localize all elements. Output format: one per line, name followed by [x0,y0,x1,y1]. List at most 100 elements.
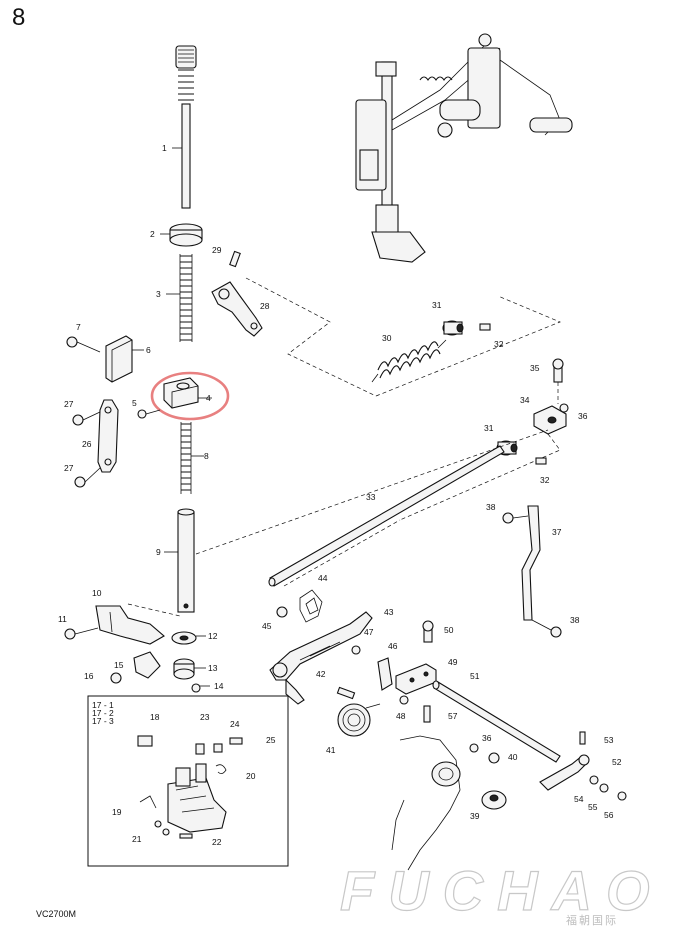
callout-27a: 27 [64,399,74,409]
dashed-guide-right [375,295,561,397]
part-33-shaft [268,445,505,587]
part-10-guard [95,605,165,645]
callout-28: 28 [260,301,270,311]
part-1-rod [172,45,197,209]
presser-foot-assembly [167,763,227,833]
part-9-presser-bar [164,508,195,613]
part-49-block [395,663,437,695]
part-36-screw [559,403,569,413]
part-32-screw-lower [535,457,547,465]
watermark-subtext: 福朝国际 [566,914,618,927]
part-23-screw [195,743,205,755]
part-3-spring [166,254,193,342]
dashed-guide-10 [127,603,181,617]
callout-39: 39 [470,811,480,821]
callout-43: 43 [384,607,394,617]
callout-7: 7 [76,322,81,332]
part-42-pin [336,686,356,700]
callout-49: 49 [448,657,458,667]
dashed-guide-33 [195,429,549,587]
part-51-rod [432,680,561,763]
model-code: VC2700M [36,909,77,919]
part-20-spring [215,764,227,774]
callout-52: 52 [612,757,622,767]
callout-3: 3 [156,289,161,299]
part-35-screw [552,358,564,383]
dashed-guide-upper [245,277,377,397]
callout-33: 33 [366,492,376,502]
part-38-screws [502,512,562,638]
callout-22: 22 [212,837,222,847]
callout-36b: 36 [482,733,492,743]
part-53-pin [579,731,586,745]
part-11-screw [64,627,99,640]
part-31-collar-upper [442,320,464,336]
callout-30: 30 [382,333,392,343]
part-52-lever [539,754,590,791]
callout-5: 5 [132,398,137,408]
callout-4: 4 [206,393,211,403]
part-30-spring [371,339,447,383]
part-15-bracket [133,651,161,679]
part-7-screw [66,336,101,353]
callout-19: 19 [112,807,122,817]
part-8-spring [180,422,204,494]
callout-10: 10 [92,588,102,598]
callout-38b: 38 [570,615,580,625]
part-41-spring [337,703,381,737]
callout-23: 23 [200,712,210,722]
callout-53: 53 [604,735,614,745]
callout-54: 54 [574,794,584,804]
callout-31a: 31 [432,300,442,310]
callout-26: 26 [82,439,92,449]
part-5-screw [137,409,161,419]
part-28-arm [211,281,263,337]
part-22-pin [179,833,193,839]
overview-assembly [355,33,573,263]
callout-8: 8 [204,451,209,461]
part-43-lever [269,611,373,705]
part-32-screw-upper [479,323,491,331]
part-19-spring [139,795,157,809]
part-45-screw [276,606,288,618]
callout-1: 1 [162,143,167,153]
part-48-screw [399,695,409,705]
part-29-screw [229,250,241,268]
inset-label-17-2: 17 - 2 [92,708,114,718]
callout-6: 6 [146,345,151,355]
part-46-plate [377,657,393,691]
callout-44: 44 [318,573,328,583]
inset-label-17-3: 17 - 3 [92,716,114,726]
callout-36a: 36 [578,411,588,421]
callout-9: 9 [156,547,161,557]
callout-14: 14 [214,681,224,691]
callout-55: 55 [588,802,598,812]
dashed-guide-34 [399,382,561,521]
callout-42: 42 [316,669,326,679]
callout-50: 50 [444,625,454,635]
callout-45: 45 [262,621,272,631]
callout-41: 41 [326,745,336,755]
page-number: 8 [12,4,26,31]
callout-32a: 32 [494,339,504,349]
callout-12: 12 [208,631,218,641]
callout-51: 51 [470,671,480,681]
part-14-screw [191,683,210,693]
part-37-link [521,505,541,621]
callout-32b: 32 [540,475,550,485]
part-16-screw [110,672,122,684]
part-26-plate [97,399,119,473]
callout-20: 20 [246,771,256,781]
part-44-clip [299,589,323,623]
callout-38a: 38 [486,502,496,512]
part-21-screws [154,820,170,836]
part-39-cam [481,790,507,810]
part-40-screw [488,752,500,764]
inset-label-17-1: 17 - 1 [92,700,114,710]
callout-27b: 27 [64,463,74,473]
callout-34: 34 [520,395,530,405]
callout-35: 35 [530,363,540,373]
callout-24: 24 [230,719,240,729]
part-4-clamp-block [163,377,212,409]
callout-48: 48 [396,711,406,721]
